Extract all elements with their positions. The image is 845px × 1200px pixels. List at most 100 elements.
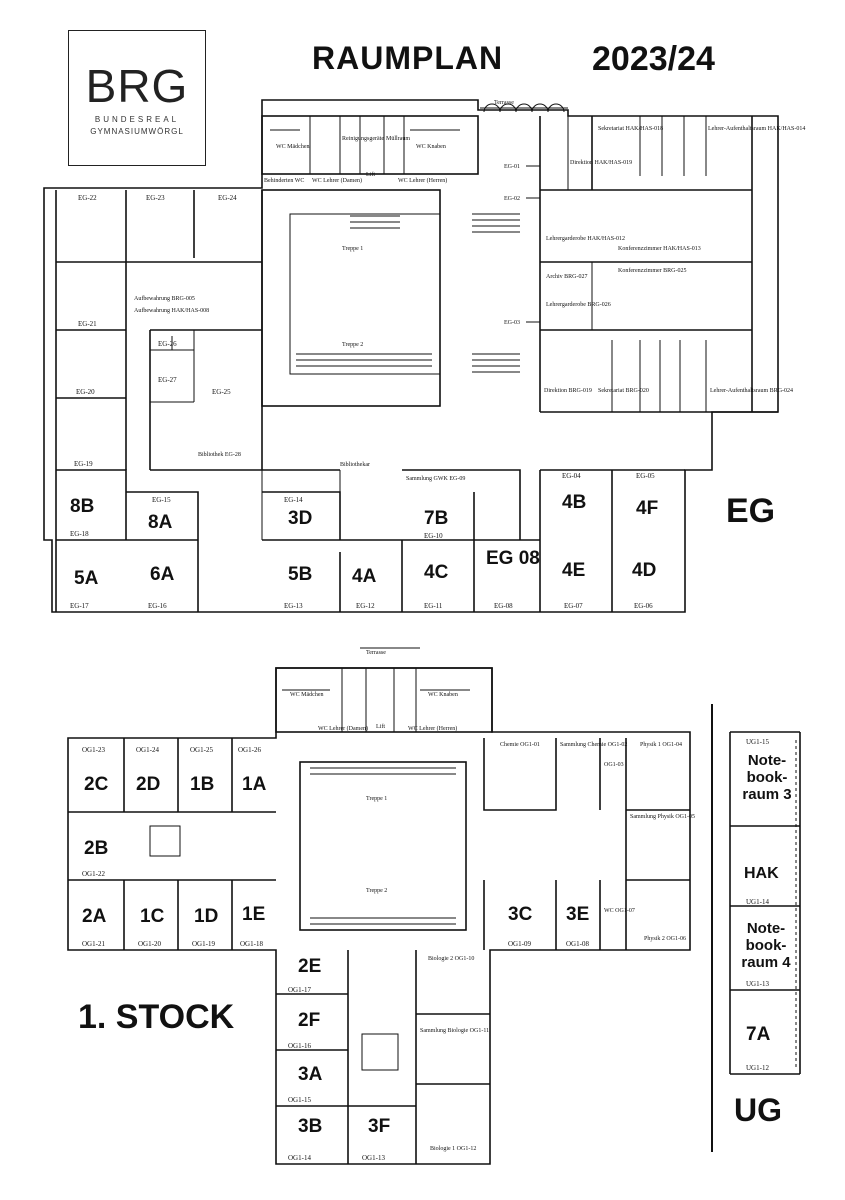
logo-brg: BRG bbox=[85, 60, 189, 112]
school-year: 2023/24 bbox=[592, 40, 715, 78]
room-code: UG1-15 bbox=[746, 738, 769, 746]
biology-1-label: Biologie 1 OG1-12 bbox=[430, 1146, 476, 1152]
direction-hak-label: Direktion HAK/HAS-019 bbox=[570, 160, 632, 166]
room-code: EG-04 bbox=[562, 472, 581, 480]
class-label: 2D bbox=[136, 774, 160, 795]
conference-brg-label: Konferenzzimmer BRG-025 bbox=[618, 267, 686, 274]
og1-07-label: WC OG1-07 bbox=[604, 908, 635, 914]
room-code: OG1-17 bbox=[288, 986, 311, 994]
eg-plan: EG-22 EG-23 EG-24 EG-21 EG-20 EG-19 EG-1… bbox=[43, 99, 805, 613]
class-label: 2E bbox=[298, 956, 321, 977]
room-code: OG1-15 bbox=[288, 1096, 311, 1104]
teacher-cloakroom-brg-label: Lehrergarderobe BRG-026 bbox=[546, 302, 611, 308]
terrace-label: Terrasse bbox=[366, 650, 386, 656]
librarian-label: Bibliothekar bbox=[340, 462, 370, 468]
physics-collection-label: Sammlung Physik OG1-05 bbox=[630, 814, 695, 820]
room-code: OG1-22 bbox=[82, 870, 105, 878]
physics-1-label: Physik 1 OG1-04 bbox=[640, 742, 682, 748]
class-label: 1B bbox=[190, 774, 214, 795]
room-code: UG1-14 bbox=[746, 898, 769, 906]
room-code: OG1-13 bbox=[362, 1154, 385, 1162]
ug-plan: UG1-15 UG1-14 UG1-13 UG1-12 HAK 7A bbox=[711, 704, 801, 1152]
stair-1-label: Treppe 1 bbox=[366, 796, 387, 802]
room-code: EG-23 bbox=[146, 194, 165, 202]
room-code: UG1-13 bbox=[746, 980, 769, 988]
biology-2-label: Biologie 2 OG1-10 bbox=[428, 956, 474, 962]
room-code: EG-07 bbox=[564, 602, 583, 610]
class-label: 6A bbox=[150, 564, 175, 585]
cleaning-room-label: Reinigungsgeräte bbox=[342, 136, 384, 142]
chemistry-collection-label: Sammlung Chemie OG1-02 bbox=[560, 742, 627, 748]
room-code: OG1-26 bbox=[238, 746, 261, 754]
class-label: 1E bbox=[242, 904, 265, 925]
class-label: EG 08 bbox=[486, 548, 540, 569]
room-code: EG-17 bbox=[70, 602, 89, 610]
entrance-eg03-label: EG-03 bbox=[504, 320, 520, 326]
class-label: 7B bbox=[424, 508, 448, 529]
room-code: OG1-08 bbox=[566, 940, 589, 948]
wc-girls-label: WC Mädchen bbox=[276, 144, 310, 150]
room-code: OG1-20 bbox=[138, 940, 161, 948]
og-plan: OG1-23 OG1-24 OG1-25 OG1-26 OG1-22 OG1-2… bbox=[67, 647, 695, 1165]
class-label: 2B bbox=[84, 838, 108, 859]
wc-teacher-men-label: WC Lehrer (Herren) bbox=[408, 725, 457, 732]
room-code: EG-19 bbox=[74, 460, 93, 468]
room-code: EG-06 bbox=[634, 602, 653, 610]
room-code: OG1-23 bbox=[82, 746, 105, 754]
room-code: EG-22 bbox=[78, 194, 97, 202]
room-code: EG-27 bbox=[158, 376, 177, 384]
logo-line1: BUNDESREAL bbox=[94, 115, 180, 124]
notebook-room-3-label: Note-book-raum 3 bbox=[742, 752, 792, 803]
library-label: Bibliothek EG-28 bbox=[198, 452, 241, 458]
terrace-label: Terrasse bbox=[494, 100, 514, 106]
room-code: EG-15 bbox=[152, 496, 171, 504]
room-code: EG-08 bbox=[494, 602, 513, 610]
room-code: EG-12 bbox=[356, 602, 375, 610]
teacher-lounge-brg-label: Lehrer-Aufenthaltsraum BRG-024 bbox=[710, 387, 793, 394]
stair-1-label: Treppe 1 bbox=[342, 246, 363, 252]
class-label: HAK bbox=[744, 865, 779, 882]
school-logo: BRG BUNDESREAL GYMNASIUMWÖRGL bbox=[68, 30, 206, 166]
class-label: 3C bbox=[508, 904, 533, 925]
wc-teacher-women-label: WC Lehrer (Damen) bbox=[312, 177, 362, 184]
collection-gwk-label: Sammlung GWK EG-09 bbox=[406, 476, 465, 482]
class-label: 2F bbox=[298, 1010, 320, 1031]
class-label: 3B bbox=[298, 1116, 322, 1137]
secretariat-hak-label: Sekretariat HAK/HAS-018 bbox=[598, 126, 663, 132]
notebook-room-4-label: Note-book-raum 4 bbox=[741, 920, 791, 971]
room-code: EG-05 bbox=[636, 472, 655, 480]
wc-boys-label: WC Knaben bbox=[428, 692, 458, 698]
class-label: 2A bbox=[82, 906, 107, 927]
class-label: 4B bbox=[562, 492, 586, 513]
room-code: EG-11 bbox=[424, 602, 443, 610]
wc-teacher-men-label: WC Lehrer (Herren) bbox=[398, 177, 447, 184]
secretariat-brg-label: Sekretariat BRG-020 bbox=[598, 388, 649, 394]
room-code: OG1-25 bbox=[190, 746, 213, 754]
class-label: 4E bbox=[562, 560, 585, 581]
teacher-lounge-hak-label: Lehrer-Aufenthaltsraum HAK/HAS-014 bbox=[708, 125, 805, 132]
class-label: 3D bbox=[288, 508, 312, 529]
class-label: 4A bbox=[352, 566, 377, 587]
waste-room-label: Müllraum bbox=[386, 136, 410, 142]
room-code: EG-13 bbox=[284, 602, 303, 610]
wc-boys-label: WC Knaben bbox=[416, 144, 446, 150]
class-label: 3A bbox=[298, 1064, 323, 1085]
archive-label: Archiv BRG-027 bbox=[546, 274, 588, 280]
floor-label-ug: UG bbox=[734, 1092, 782, 1128]
room-code: EG-18 bbox=[70, 530, 89, 538]
class-label: 2C bbox=[84, 774, 109, 795]
entrance-eg02-label: EG-02 bbox=[504, 196, 520, 202]
class-label: 1D bbox=[194, 906, 218, 927]
room-code: EG-20 bbox=[76, 388, 95, 396]
wc-teacher-women-label: WC Lehrer (Damen) bbox=[318, 725, 368, 732]
physics-2-label: Physik 2 OG1-06 bbox=[644, 936, 686, 942]
room-code: EG-26 bbox=[158, 340, 177, 348]
class-label: 5B bbox=[288, 564, 312, 585]
room-code: OG1-16 bbox=[288, 1042, 311, 1050]
class-label: 7A bbox=[746, 1024, 771, 1045]
room-code: EG-21 bbox=[78, 320, 97, 328]
room-code: UG1-12 bbox=[746, 1064, 769, 1072]
room-code: EG-25 bbox=[212, 388, 231, 396]
stair-2-label: Treppe 2 bbox=[342, 342, 363, 348]
